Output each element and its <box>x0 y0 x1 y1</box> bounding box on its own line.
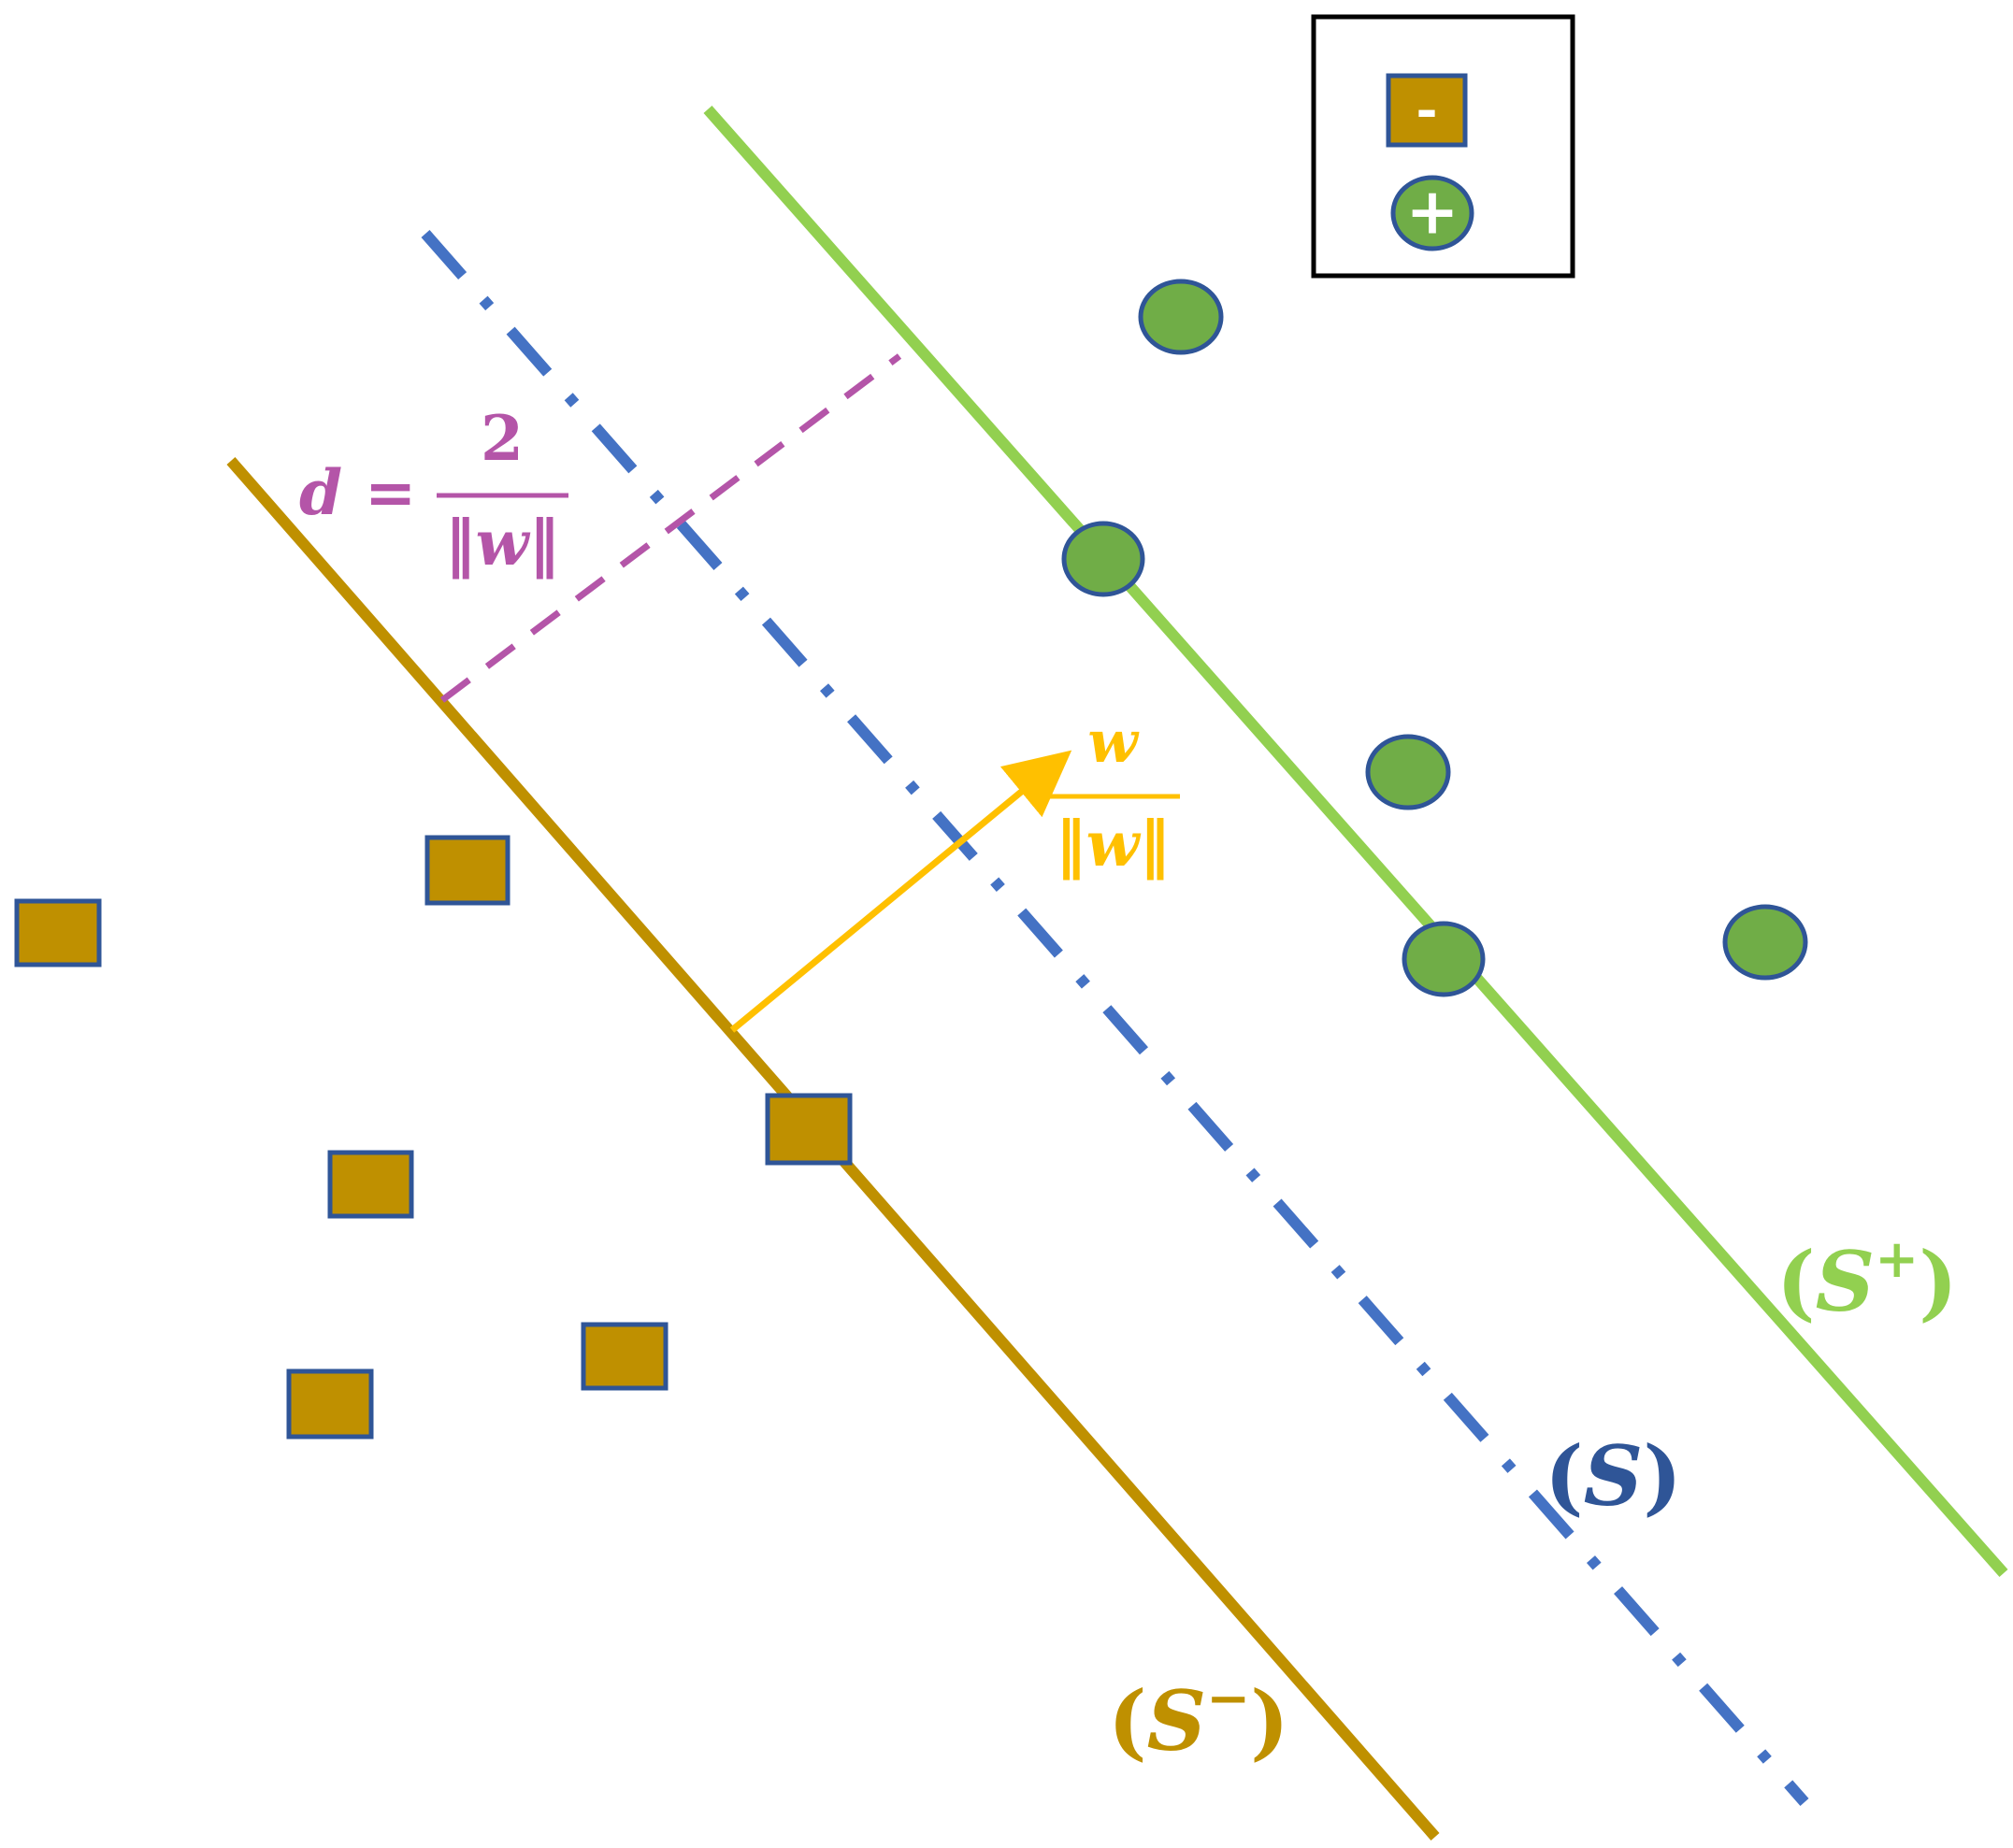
negative-point <box>424 835 510 906</box>
distance-formula-equals: = <box>365 456 416 529</box>
negative-point <box>286 1368 374 1440</box>
legend-positive-marker <box>1390 175 1474 251</box>
upper-margin-label: (S+) <box>1776 1228 1958 1330</box>
upper-margin-label-close: ) <box>1919 1233 1958 1330</box>
lower-margin-label-sup: − <box>1206 1668 1250 1729</box>
normal-vector-formula: w ‖w‖ <box>1048 708 1180 881</box>
margin-distance-line <box>439 353 902 703</box>
positive-point <box>1722 904 1808 981</box>
separating-hyperplane-line <box>421 230 1809 1806</box>
legend-negative-symbol: - <box>1416 79 1437 141</box>
distance-formula-numerator: 2 <box>481 402 524 475</box>
separator-label-base: S <box>1584 1427 1644 1525</box>
normal-vector-arrow <box>729 750 1072 1033</box>
negative-point <box>14 898 102 967</box>
negative-point <box>327 1150 414 1219</box>
positive-point <box>1061 521 1145 597</box>
negative-point <box>765 1093 853 1166</box>
upper-margin-label-open: ( <box>1776 1233 1816 1330</box>
positive-point <box>1365 734 1451 810</box>
separator-label: (S) <box>1545 1427 1682 1525</box>
positive-point <box>1138 279 1224 355</box>
lower-margin-label: (S−) <box>1108 1668 1289 1769</box>
negative-points <box>14 835 853 1440</box>
distance-formula-lhs: d <box>299 456 342 529</box>
negative-point <box>581 1322 669 1391</box>
upper-margin-label-sup: + <box>1875 1228 1919 1290</box>
legend-negative-marker <box>1386 73 1468 148</box>
positive-points <box>1061 279 1808 997</box>
legend-positive-symbol: + <box>1406 175 1459 250</box>
legend: - + <box>1311 14 1575 279</box>
upper-margin-label-base: S <box>1816 1233 1876 1330</box>
distance-formula: d = 2 ‖w‖ <box>299 402 568 580</box>
positive-point <box>1402 921 1486 997</box>
normal-vector-denominator: ‖w‖ <box>1056 808 1171 881</box>
separator-label-close: ) <box>1643 1427 1682 1525</box>
lower-margin-label-open: ( <box>1108 1672 1147 1769</box>
normal-vector-numerator: w <box>1087 708 1140 776</box>
lower-margin-label-close: ) <box>1250 1672 1289 1769</box>
separator-label-open: ( <box>1545 1427 1584 1525</box>
upper-margin-line <box>703 106 2008 1577</box>
lower-margin-label-base: S <box>1147 1672 1207 1769</box>
distance-formula-denominator: ‖w‖ <box>445 507 560 580</box>
